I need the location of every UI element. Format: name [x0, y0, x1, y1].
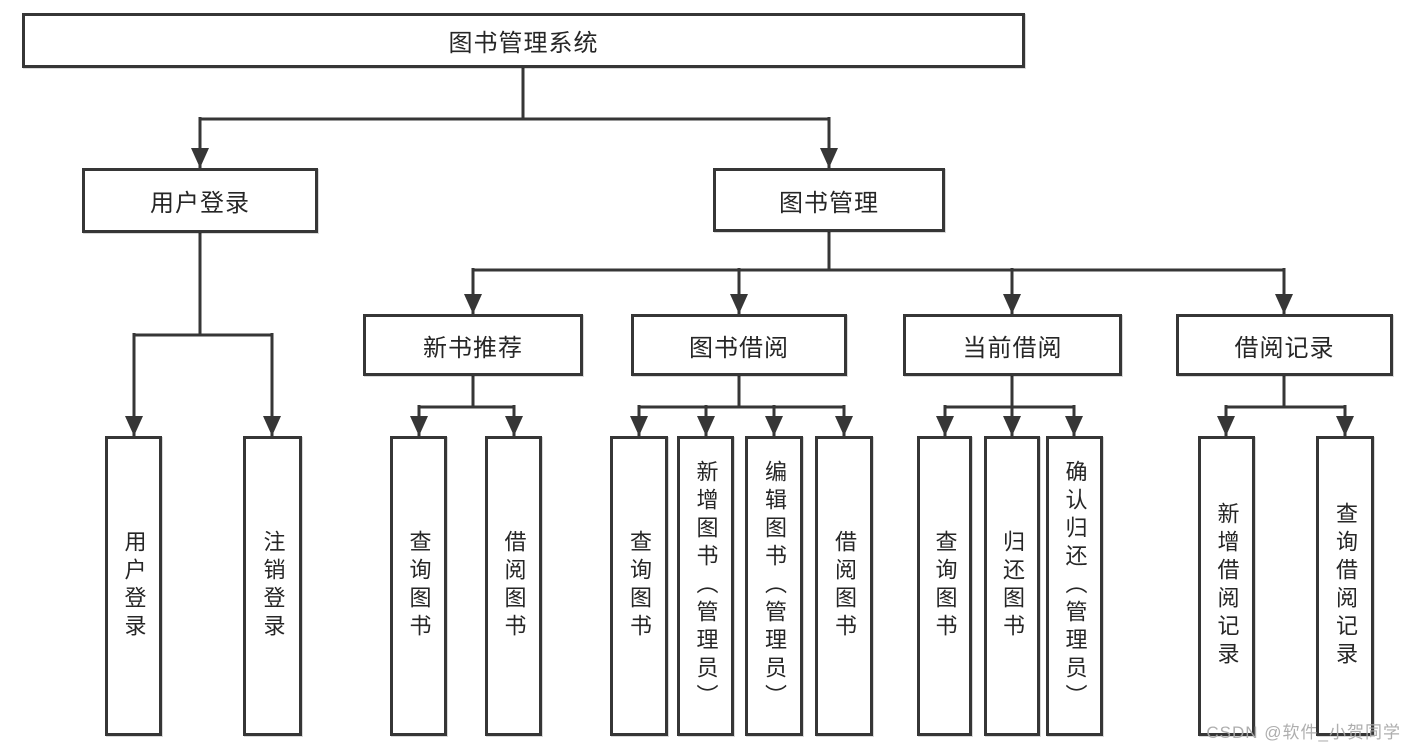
leaf-logout: 注销登录	[243, 436, 302, 736]
node-label: 借阅图书	[501, 530, 527, 642]
node-label: 借阅图书	[832, 530, 857, 642]
node-label: 归还图书	[1000, 530, 1025, 642]
node-label: 注销登录	[260, 530, 286, 642]
node-label: 图书借阅	[689, 334, 789, 362]
node-new-book-recommendation: 新书推荐	[363, 314, 583, 376]
leaf-query-books-recommendation: 查询图书	[390, 436, 447, 736]
leaf-borrow-books-recommendation: 借阅图书	[485, 436, 542, 736]
node-label: 查询借阅记录	[1333, 502, 1358, 670]
node-label: 新增借阅记录	[1214, 502, 1240, 670]
leaf-return-books: 归还图书	[984, 436, 1040, 736]
node-label: 查询图书	[627, 530, 652, 642]
node-user-login-branch: 用户登录	[82, 168, 318, 233]
node-book-borrowing: 图书借阅	[631, 314, 847, 376]
node-borrowing-records: 借阅记录	[1176, 314, 1393, 376]
leaf-user-login: 用户登录	[105, 436, 162, 736]
leaf-confirm-return-admin: 确认归还（管理员）	[1046, 436, 1103, 736]
node-label: 查询图书	[932, 530, 958, 642]
node-label: 编辑图书（管理员）	[762, 460, 787, 712]
node-label: 新增图书（管理员）	[693, 460, 719, 712]
leaf-borrow-books: 借阅图书	[815, 436, 873, 736]
leaf-query-books-current: 查询图书	[917, 436, 972, 736]
node-label: 当前借阅	[962, 334, 1063, 362]
node-library-management-system: 图书管理系统	[22, 13, 1025, 68]
node-label: 图书管理系统	[448, 30, 599, 57]
node-label: 查询图书	[406, 530, 432, 642]
node-label: 图书管理	[779, 189, 879, 217]
leaf-query-borrow-record: 查询借阅记录	[1316, 436, 1374, 736]
node-label: 借阅记录	[1234, 334, 1335, 362]
node-label: 新书推荐	[423, 334, 523, 362]
node-label: 用户登录	[150, 190, 250, 217]
leaf-edit-books-admin: 编辑图书（管理员）	[745, 436, 803, 736]
node-label: 确认归还（管理员）	[1062, 460, 1088, 712]
node-book-management: 图书管理	[713, 168, 945, 232]
node-current-borrowing: 当前借阅	[903, 314, 1122, 376]
node-label: 用户登录	[121, 530, 147, 642]
leaf-add-borrow-record: 新增借阅记录	[1198, 436, 1255, 736]
leaf-query-books-borrowing: 查询图书	[610, 436, 668, 736]
leaf-add-books-admin: 新增图书（管理员）	[677, 436, 734, 736]
